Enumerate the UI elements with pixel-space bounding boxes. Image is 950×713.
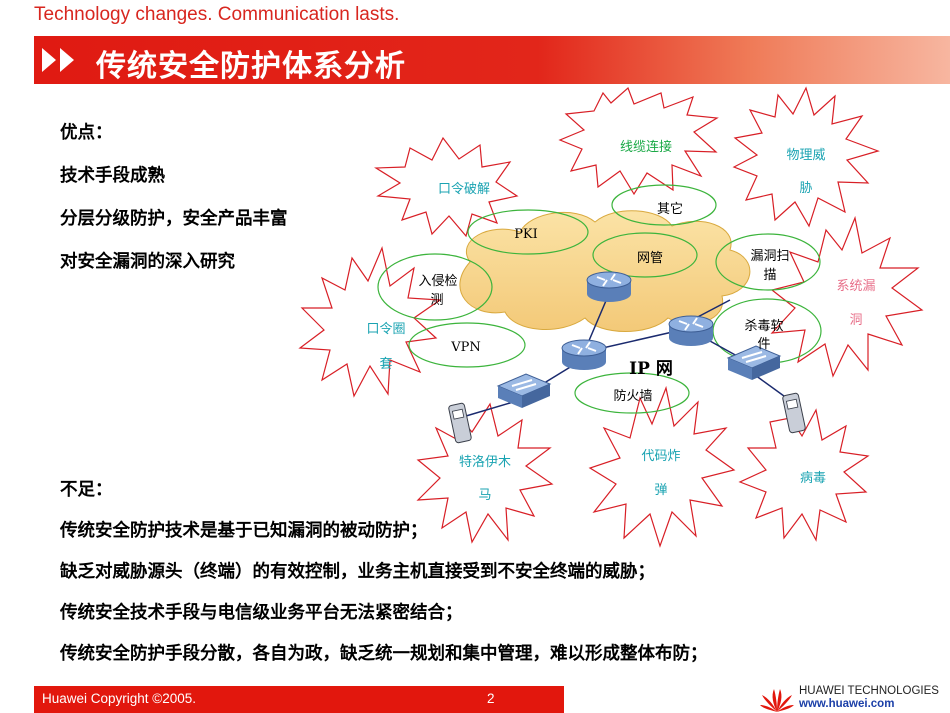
threat-wiretap: 线缆连接 [620,139,672,155]
huawei-flower-icon [760,689,794,712]
switch-icon [497,373,551,409]
brand-name: HUAWEI TECHNOLOGIES [799,685,939,697]
label-other: 其它 [657,201,683,217]
pros-list: 优点： 技术手段成熟 分层分级防护，安全产品丰富 对安全漏洞的深入研究 [60,112,288,284]
page-number: 2 [487,691,495,706]
label-firewall: 防火墙 [613,388,652,404]
pros-item: 分层分级防护，安全产品丰富 [60,209,288,229]
threat-physical-1: 物理威 [786,148,825,163]
burst-wiretap [558,86,719,196]
burst-password-crack [374,136,519,238]
pros-item: 技术手段成熟 [60,166,165,186]
page-title: 传统安全防护体系分析 [96,49,406,84]
double-arrow-icon [42,48,74,72]
threat-system-vuln-1: 系统漏 [836,278,875,294]
label-pki: PKI [514,227,538,242]
router-icon [586,271,632,303]
cons-item: 传统安全防护技术是基于已知漏洞的被动防护； [60,521,428,541]
threat-virus: 病毒 [800,471,826,486]
switch-icon [727,345,781,381]
label-vpn: VPN [450,340,481,355]
brand-site[interactable]: www.huawei.com [799,698,895,710]
label-vuln-scan-2: 描 [763,268,776,283]
huawei-logo: HUAWEI TECHNOLOGIES www.huawei.com [757,685,947,713]
label-netmgmt: 网管 [637,251,663,266]
threat-password-crack: 口令破解 [438,182,490,197]
phone-icon [448,402,472,444]
cons-item: 缺乏对威胁源头（终端）的有效控制，业务主机直接受到不安全终端的威胁； [60,562,655,582]
burst-physical [732,86,880,228]
threat-system-vuln-2: 洞 [849,313,862,328]
threat-physical-2: 胁 [799,181,812,196]
network-cloud [459,210,751,332]
threat-bursts [298,86,924,548]
footer-copyright: Huawei Copyright ©2005. [42,691,197,706]
cons-item: 传统安全防护手段分散，各自为政，缺乏统一规划和集中管理，难以形成整体布防； [60,644,708,664]
label-ip-network: IP 网 [629,359,673,379]
burst-virus [738,408,870,542]
label-antivirus-1: 杀毒软 [744,319,783,334]
threat-logic-bomb-1: 代码炸 [641,449,680,464]
threat-logic-bomb-2: 弹 [654,483,667,498]
label-ids-1: 入侵检 [418,273,457,289]
cons-heading: 不足： [60,480,113,500]
cons-list: 不足： 传统安全防护技术是基于已知漏洞的被动防护； 缺乏对威胁源头（终端）的有效… [60,470,708,675]
threat-trojan-2: 马 [478,488,491,503]
label-ids-2: 测 [430,293,443,308]
pros-item: 对安全漏洞的深入研究 [60,252,235,272]
label-antivirus-2: 件 [757,337,770,352]
router-icon [668,315,714,347]
router-icon [561,339,607,371]
threat-trojan-1: 特洛伊木 [459,455,511,470]
cons-item: 传统安全技术手段与电信级业务平台无法紧密结合； [60,603,463,623]
burst-system-vuln [770,215,924,378]
burst-trojan [416,402,554,544]
tagline: Technology changes. Communication lasts. [34,4,400,25]
title-bar: 传统安全防护体系分析 [34,36,950,84]
threat-password-trap-1: 口令圈 [366,322,405,337]
burst-logic-bomb [588,385,736,548]
footer-bar: Huawei Copyright ©2005. 2 [34,686,564,713]
pros-heading: 优点： [60,123,113,143]
threat-password-trap-2: 套 [379,356,392,372]
phone-icon [782,392,806,434]
burst-password-trap [298,246,442,398]
label-vuln-scan-1: 漏洞扫 [750,248,789,264]
